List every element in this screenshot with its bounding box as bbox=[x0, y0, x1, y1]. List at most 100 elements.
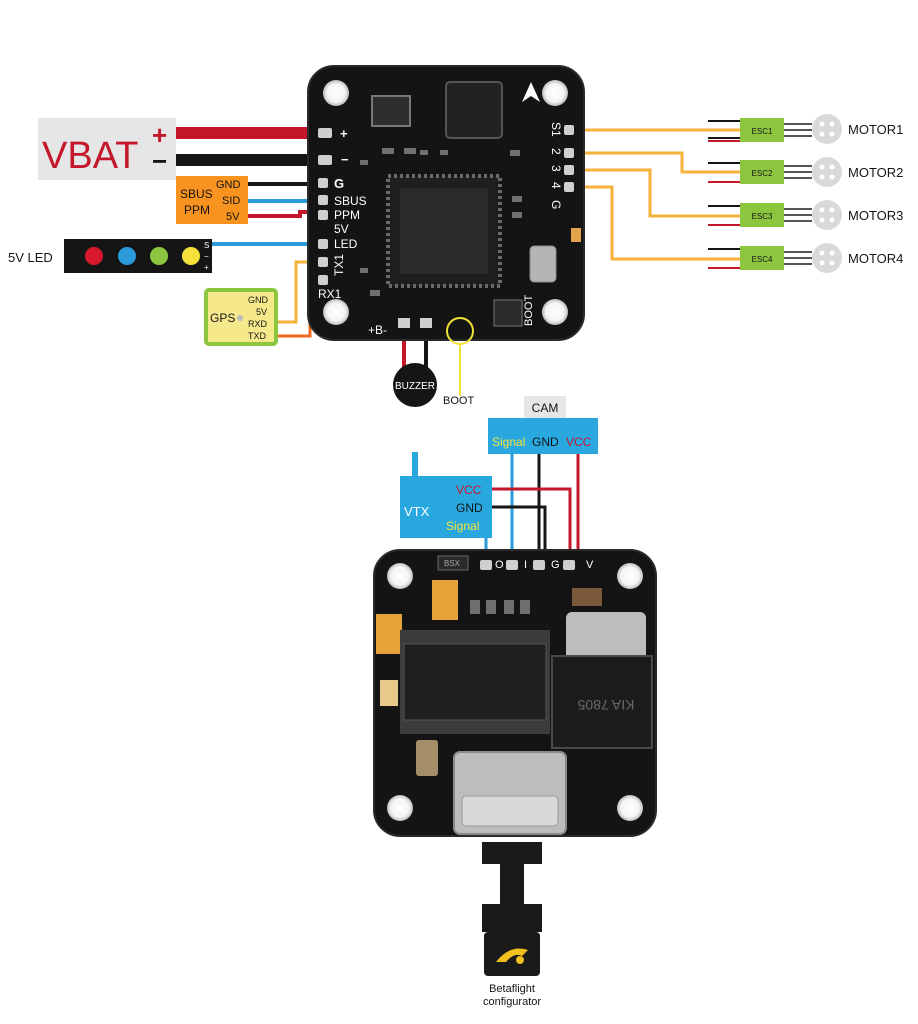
mounting-hole bbox=[617, 563, 643, 589]
osd-board-group: CAM Signal GND VCC VTX VCC GND Signal bbox=[373, 396, 657, 1008]
mounting-hole bbox=[542, 299, 568, 325]
configurator-line1: Betaflight bbox=[489, 983, 535, 995]
vtx-gnd: GND bbox=[456, 501, 483, 515]
cam-gnd: GND bbox=[532, 435, 559, 449]
vbat-red-wire bbox=[176, 127, 324, 139]
gps-pin-gnd: GND bbox=[248, 295, 269, 305]
boot-callout-label: BOOT bbox=[443, 395, 474, 407]
pad-label-g-right: G bbox=[549, 200, 563, 209]
pad-label-3: 3 bbox=[549, 165, 563, 172]
esc3-label: ESC3 bbox=[752, 212, 773, 221]
pad-label-led: LED bbox=[334, 237, 358, 251]
usb-plug bbox=[482, 842, 542, 864]
vbat-box bbox=[38, 118, 176, 180]
tantalum-cap bbox=[376, 614, 402, 654]
regulator-marking: KIA 7805 bbox=[577, 697, 634, 713]
smd-components bbox=[360, 148, 522, 296]
pad-label-ppm: PPM bbox=[334, 208, 360, 222]
pad-label-s1: S1 bbox=[549, 122, 563, 137]
motor3-icon bbox=[812, 200, 842, 230]
mcu-core bbox=[400, 188, 488, 274]
flight-controller: + − G SBUS PPM 5V LED TX1 RX1 S1 2 3 4 G… bbox=[8, 65, 903, 407]
left-pads bbox=[318, 128, 332, 285]
vbat-label: VBAT bbox=[42, 135, 138, 177]
mounting-hole bbox=[387, 795, 413, 821]
esc2-box bbox=[740, 160, 784, 184]
esc2-wire bbox=[570, 151, 740, 174]
motor4-label: MOTOR4 bbox=[848, 251, 903, 266]
vtx-box bbox=[400, 476, 492, 538]
osd-pad-o: O bbox=[495, 559, 504, 571]
cam-box bbox=[488, 418, 598, 454]
receiver-pin-sid: SID bbox=[222, 195, 240, 207]
small-chip-marking: BSX bbox=[444, 559, 461, 568]
vtx-vcc-wire bbox=[492, 487, 572, 566]
led-pin-s: S bbox=[204, 241, 209, 250]
pad-label-g: G bbox=[334, 176, 344, 191]
buzzer bbox=[393, 363, 437, 407]
crystal bbox=[529, 245, 557, 283]
gps-label: GPS bbox=[210, 311, 235, 325]
mounting-hole bbox=[387, 563, 413, 589]
pad-label-5v: 5V bbox=[334, 222, 349, 236]
boot-button bbox=[493, 299, 523, 327]
esc2-label: ESC2 bbox=[752, 169, 773, 178]
gyro-chip bbox=[445, 81, 503, 139]
osd-pad-i: I bbox=[524, 559, 527, 571]
receiver-sbus: SBUS bbox=[180, 187, 213, 201]
mounting-hole bbox=[617, 795, 643, 821]
led-pin-plus: + bbox=[204, 263, 209, 272]
led-blue bbox=[118, 247, 136, 265]
motor1-icon bbox=[812, 114, 842, 144]
vbat-plus: + bbox=[152, 120, 167, 150]
betaflight-bee-icon bbox=[496, 948, 528, 962]
motor4-icon bbox=[812, 243, 842, 273]
cam-signal: Signal bbox=[492, 435, 525, 449]
boot-pad-highlight bbox=[446, 317, 474, 345]
motor3-label: MOTOR3 bbox=[848, 208, 903, 223]
vtx-signal: Signal bbox=[446, 519, 479, 533]
boot-pad-label: BOOT bbox=[523, 295, 535, 326]
esc4-label: ESC4 bbox=[752, 255, 773, 264]
configurator-line2: configurator bbox=[483, 996, 541, 1008]
pad-label-2: 2 bbox=[549, 148, 563, 155]
tantalum-cap bbox=[380, 680, 398, 706]
pad-label-4: 4 bbox=[549, 182, 563, 189]
pad-label-sbus: SBUS bbox=[334, 194, 367, 208]
usb-port-opening bbox=[461, 795, 559, 827]
betaflight-bee-body bbox=[516, 956, 524, 964]
led-pin-minus: − bbox=[204, 252, 209, 261]
led-yellow bbox=[182, 247, 200, 265]
right-pads bbox=[564, 125, 574, 192]
led-red bbox=[85, 247, 103, 265]
regulator-tab bbox=[566, 612, 646, 660]
buzzer-label: BUZZER bbox=[395, 381, 435, 392]
motor1-label: MOTOR1 bbox=[848, 122, 903, 137]
esc4-wire bbox=[570, 185, 740, 261]
esc4-output-wires bbox=[784, 251, 812, 265]
receiver-box bbox=[176, 176, 248, 224]
pad-label-tx1: TX1 bbox=[332, 254, 346, 276]
motor2-icon bbox=[812, 157, 842, 187]
esc-motor-group: ESC1 ESC2 ESC3 ESC4 bbox=[708, 114, 903, 273]
osd-chip bbox=[403, 643, 547, 721]
crystal-oscillator bbox=[416, 740, 438, 776]
usb-plug-end bbox=[482, 904, 542, 932]
small-chip bbox=[437, 555, 469, 571]
regulator bbox=[371, 95, 411, 127]
esc1-box bbox=[740, 118, 784, 142]
osd-pad-v: V bbox=[586, 559, 594, 571]
battery-pad-label: +B- bbox=[368, 323, 387, 337]
esc2-output-wires bbox=[784, 165, 812, 179]
vtx-label: VTX bbox=[404, 504, 430, 519]
cam-vcc: VCC bbox=[566, 435, 592, 449]
led-green bbox=[150, 247, 168, 265]
vtx-antenna bbox=[412, 452, 418, 478]
receiver-pin-5v: 5V bbox=[226, 211, 240, 223]
voltage-regulator bbox=[551, 655, 653, 749]
esc1-label: ESC1 bbox=[752, 127, 773, 136]
vtx-gnd-wire bbox=[492, 505, 547, 566]
esc3-output-wires bbox=[784, 208, 812, 222]
led-strip-label: 5V LED bbox=[8, 250, 53, 265]
